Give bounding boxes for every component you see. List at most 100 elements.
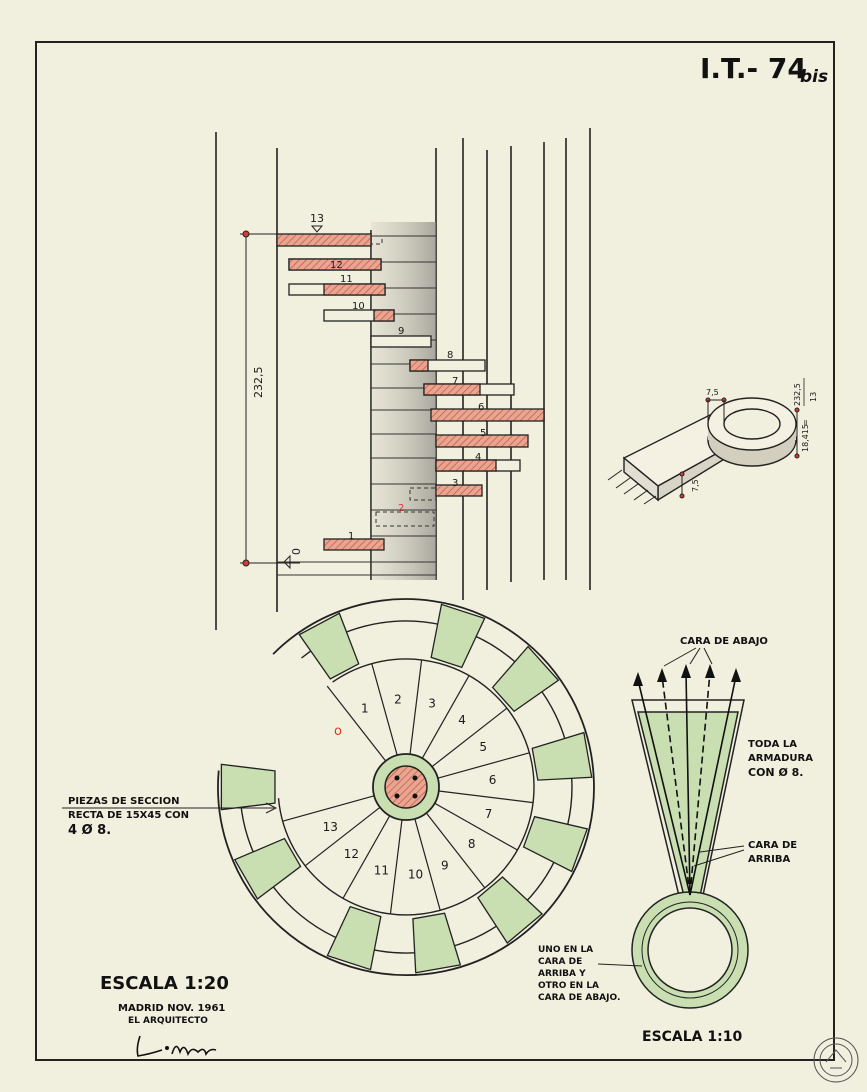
step-edge bbox=[421, 675, 470, 759]
step-11-section bbox=[323, 283, 386, 296]
height-dimension-value: 232,5 bbox=[252, 367, 265, 399]
step-edge bbox=[326, 685, 387, 762]
elev-label-6: 6 bbox=[478, 402, 484, 413]
plan-step-label: 12 bbox=[344, 847, 359, 861]
elev-label-11: 11 bbox=[340, 274, 353, 285]
elev-label-2: 2 bbox=[398, 503, 404, 514]
elev-label-4: 4 bbox=[475, 452, 481, 463]
step-12-section bbox=[288, 258, 382, 271]
step-1-tread bbox=[323, 538, 385, 551]
elev-label-12: 12 bbox=[330, 260, 343, 271]
plan-step-label: 3 bbox=[428, 696, 436, 710]
step-10-section bbox=[373, 309, 395, 322]
etsam-stamp bbox=[813, 1037, 859, 1083]
detail-armadura-3: CON Ø 8. bbox=[748, 766, 803, 779]
support-block bbox=[298, 612, 360, 680]
level-marker bbox=[310, 225, 324, 233]
step-7-section bbox=[423, 383, 481, 396]
detail-armadura-1: TODA LA bbox=[748, 739, 797, 750]
plan-note-line-2: RECTA DE 15X45 CON bbox=[68, 810, 189, 821]
iso-dim-top: 7,5 bbox=[706, 388, 719, 397]
iso-ring-hole bbox=[723, 408, 781, 440]
plan-step-label: 5 bbox=[479, 740, 487, 754]
plan-step-edges bbox=[282, 659, 534, 915]
detail-ring-hole bbox=[647, 907, 733, 993]
ring-note-4: OTRO EN LA bbox=[538, 981, 599, 991]
plan-note: PIEZAS DE SECCION RECTA DE 15X45 CON 4 Ø… bbox=[62, 796, 278, 838]
plan-step-label: 7 bbox=[485, 807, 493, 821]
detail-arrowheads bbox=[633, 664, 741, 686]
central-column bbox=[384, 765, 428, 809]
height-dimension bbox=[240, 230, 300, 567]
plan-step-label: 2 bbox=[394, 692, 402, 706]
ring-note-2: CARA DE bbox=[538, 957, 582, 967]
ring-note-1: UNO EN LA bbox=[538, 945, 593, 955]
step-edge bbox=[431, 707, 508, 768]
sheet-code: I.T.- 74 bbox=[700, 52, 807, 85]
plan-step-label: 13 bbox=[323, 820, 338, 834]
plan-step-label: 10 bbox=[408, 868, 423, 882]
plan-step-label: 8 bbox=[468, 837, 476, 851]
plan-step-label: 9 bbox=[441, 858, 449, 872]
iso-dim-side: 7,5 bbox=[691, 479, 700, 492]
step-edge bbox=[409, 659, 423, 755]
elev-label-1: 1 bbox=[348, 531, 354, 542]
elev-label-8: 8 bbox=[447, 350, 453, 361]
step-4-section bbox=[435, 459, 497, 472]
iso-dim-numerator: 232,5 bbox=[793, 383, 802, 406]
plan-support-blocks bbox=[220, 603, 593, 974]
elev-label-3: 3 bbox=[452, 478, 458, 489]
elev-label-10: 10 bbox=[352, 301, 365, 312]
support-block bbox=[430, 603, 486, 669]
step-5-tread bbox=[435, 434, 529, 448]
step-edge bbox=[437, 752, 530, 779]
support-block bbox=[491, 645, 560, 713]
step-edge bbox=[414, 818, 441, 911]
elev-label-13: 13 bbox=[310, 212, 324, 225]
plan-start-mark: o bbox=[334, 724, 342, 739]
iso-dim-denominator: 13 bbox=[809, 392, 818, 402]
elevation-step-labels: 13 12 11 10 9 8 7 6 5 4 3 2 1 bbox=[310, 212, 486, 542]
detail-cara-arriba-2: ARRIBA bbox=[748, 854, 790, 865]
plan-step-label: 11 bbox=[374, 864, 389, 878]
plan-note-line-3: 4 Ø 8. bbox=[68, 823, 111, 838]
sheet-code-suffix: bis bbox=[800, 67, 828, 87]
detail-cara-arriba-1: CARA DE bbox=[748, 840, 797, 851]
ring-note-3: ARRIBA Y bbox=[538, 969, 586, 979]
iso-arm-end bbox=[623, 456, 659, 502]
plan-step-label: 1 bbox=[361, 702, 369, 716]
detail-ring-mid bbox=[641, 901, 739, 999]
step-8-section bbox=[409, 359, 429, 372]
scale-main: ESCALA 1:20 bbox=[100, 973, 229, 994]
detail-rebars bbox=[637, 671, 737, 896]
bottom-level-label: 0 bbox=[290, 548, 303, 555]
step-edge bbox=[371, 663, 398, 756]
core-shading bbox=[371, 222, 436, 580]
step-edge bbox=[304, 806, 381, 867]
place-date: MADRID NOV. 1961 bbox=[118, 1003, 225, 1014]
isometric-step-piece bbox=[622, 397, 797, 502]
elev-label-7: 7 bbox=[452, 376, 458, 387]
scale-detail: ESCALA 1:10 bbox=[642, 1029, 742, 1045]
hidden-step-outlines bbox=[371, 235, 437, 527]
bottom-level-marker bbox=[283, 554, 291, 570]
step-edge bbox=[425, 812, 486, 889]
step-3-tread bbox=[435, 484, 483, 497]
support-block bbox=[412, 912, 462, 974]
cara-abajo-leaders bbox=[663, 647, 713, 667]
plan-ring-inner bbox=[277, 658, 535, 916]
plan-step-label: 6 bbox=[489, 773, 497, 787]
iso-dimensions bbox=[679, 397, 800, 499]
plan-outer-edge bbox=[217, 598, 595, 976]
ring-note: UNO EN LA CARA DE ARRIBA Y OTRO EN LA CA… bbox=[538, 945, 643, 1003]
architect-signature bbox=[136, 1035, 217, 1057]
architect-label: EL ARQUITECTO bbox=[128, 1016, 208, 1026]
plan-step-label: 4 bbox=[458, 713, 466, 727]
cara-arriba-leaders bbox=[693, 845, 745, 867]
support-block bbox=[233, 837, 302, 900]
ring-note-5: CARA DE ABAJO. bbox=[538, 993, 620, 1003]
